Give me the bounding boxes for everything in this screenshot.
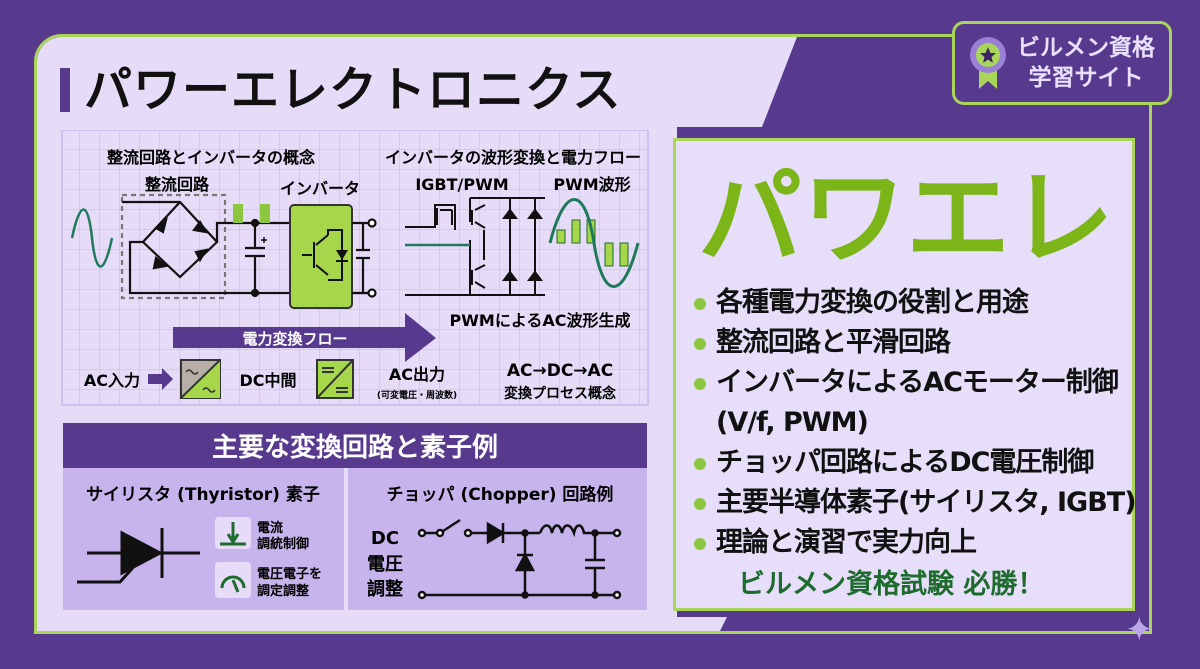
power-conversion-diagram: 整流回路とインバータの概念 インバータの波形変換と電力フロー 整流回路 インバー… [61, 130, 649, 406]
inverter-label: インバータ [280, 179, 360, 198]
list-item-continuation: (V/f, PWM) [716, 407, 869, 438]
award-ribbon-icon [970, 37, 1006, 89]
chopper-label2: 電圧 [367, 554, 403, 575]
badge-line1: ビルメン資格 [1017, 35, 1155, 61]
list-item: 整流回路と平滑回路 [692, 323, 1136, 363]
summary-panel: パワエレ 各種電力変換の役割と用途 整流回路と平滑回路 インバータによるACモー… [673, 138, 1137, 611]
sparkle-icon: ✦ [1125, 610, 1154, 650]
chopper-label1: DC [371, 528, 399, 549]
site-badge[interactable]: ビルメン資格学習サイト [952, 21, 1172, 105]
pwm-waveform [548, 198, 640, 288]
thyristor-title: サイリスタ (Thyristor) 素子 [86, 485, 320, 505]
flow-arrow [173, 313, 436, 362]
list-item: チョッパ回路によるDC電圧制御 [692, 443, 1136, 483]
page-title: パワーエレクトロニクス [60, 62, 622, 118]
dc-pulses-icon [233, 204, 270, 223]
thyristor-symbol [77, 528, 200, 584]
pwm-wave-label: PWM波形 [553, 175, 630, 194]
badge-line2: 学習サイト [1028, 65, 1144, 91]
icon2-line2: 調定調整 [257, 583, 310, 599]
dc-intermediate-label: DC中間 [239, 371, 296, 390]
igbt-label: IGBT/PWM [415, 175, 508, 194]
flow-arrow-label: 電力変換フロー [242, 330, 347, 348]
converter-examples: 主要な変換回路と素子例 サイリスタ (Thyristor) 素子 電流 調統制御… [63, 423, 647, 610]
ac-output-label: AC出力 [389, 365, 445, 384]
icon2-line1: 電圧電子を [257, 567, 322, 582]
process-line1: AC→DC→AC [507, 361, 613, 381]
examples-header: 主要な変換回路と素子例 [212, 432, 498, 463]
diagram-title-right: インバータの波形変換と電力フロー [385, 148, 641, 167]
chopper-circuit [417, 518, 622, 600]
output-filter [352, 218, 377, 298]
chopper-label3: 調整 [367, 578, 403, 600]
list-item: 各種電力変換の役割と用途 [692, 283, 1136, 323]
title-accent-bar [60, 68, 70, 112]
igbt-bridge-symbol [405, 197, 545, 296]
pwm-caption: PWMによるAC波形生成 [450, 311, 631, 330]
ac-sine-icon [70, 208, 114, 268]
inverter-block [289, 204, 353, 309]
list-item: 主要半導体素子(サイリスタ, IGBT) [692, 483, 1137, 523]
rectifier-label: 整流回路 [144, 175, 210, 194]
chopper-title: チョッパ (Chopper) 回路例 [387, 484, 614, 505]
panel-divider [344, 468, 348, 610]
ac-input-label: AC入力 [84, 371, 140, 390]
icon1-line1: 電流 [257, 520, 283, 536]
page-title-text: パワーエレクトロニクス [84, 62, 622, 118]
panel-big-title: パワエレ [698, 157, 1115, 279]
smoothing-capacitor [245, 218, 267, 298]
ac-dc-converter-icon [180, 359, 221, 399]
process-line2: 変換プロセス概念 [504, 385, 617, 402]
slogan: ビルメン資格試験 必勝！ [738, 569, 1045, 600]
list-item: インバータによるACモーター制御 [692, 363, 1136, 403]
dc-ac-converter-icon [316, 359, 354, 399]
diagram-title-left: 整流回路とインバータの概念 [106, 148, 316, 167]
icon1-line2: 調統制御 [257, 536, 309, 552]
ac-output-note: (可変電圧・周波数) [377, 389, 457, 401]
list-item: 理論と演習で実力向上 [692, 523, 1136, 563]
examples-header-bar [63, 423, 647, 468]
topic-list: 各種電力変換の役割と用途 整流回路と平滑回路 インバータによるACモーター制御 … [692, 283, 1137, 563]
small-arrow-icon [148, 368, 173, 390]
